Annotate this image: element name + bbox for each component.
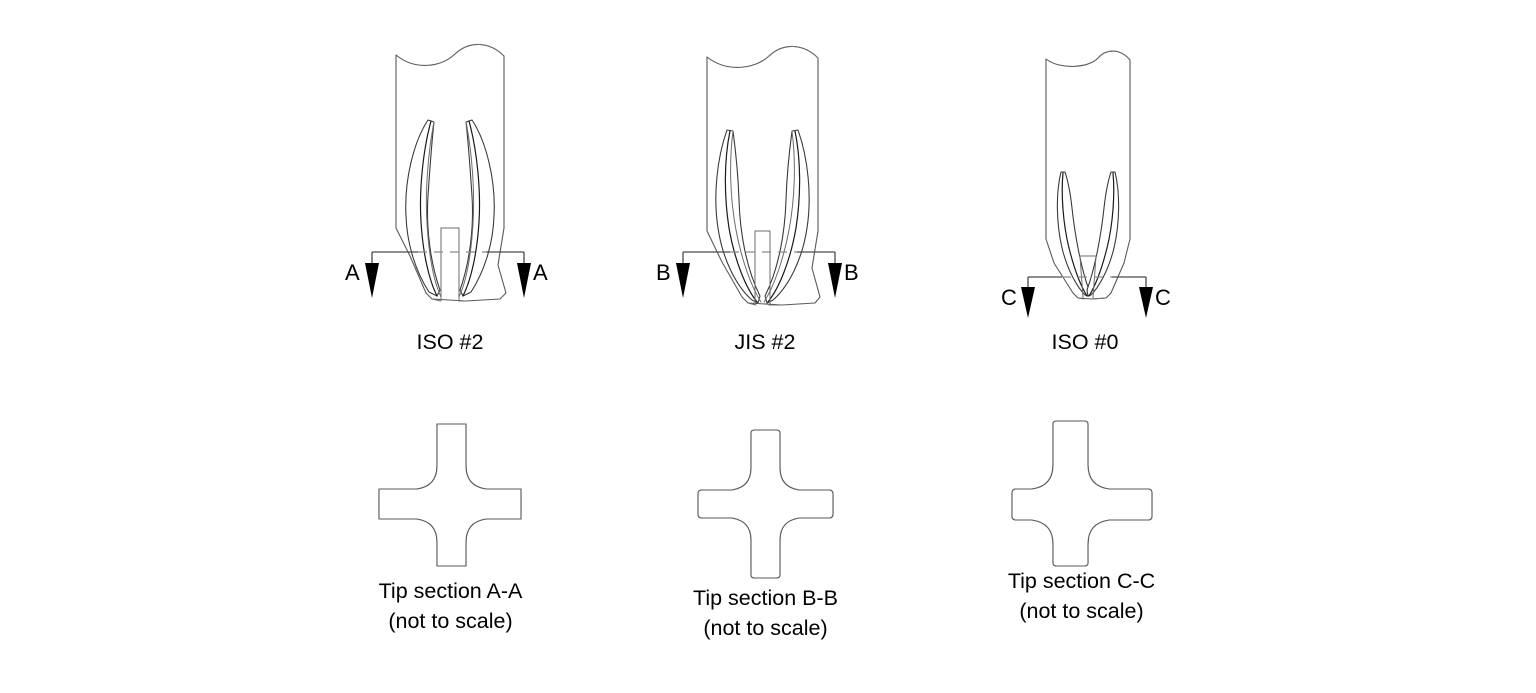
section-arrow-left-iso0 [1021,287,1035,318]
section-letter-right-iso2: A [533,260,548,285]
cross-section-aa [378,423,522,567]
section-arrow-right-iso2 [517,263,531,298]
tip-drawing-iso2 [365,43,531,302]
cross-section-bb [697,429,834,579]
break-arc-iso2 [454,44,505,57]
tip-drawing-iso0 [1021,50,1153,318]
caption-section-bb: Tip section B-B (not to scale) [643,583,888,643]
tip-label-iso0: ISO #0 [1051,330,1119,354]
flute-right-mid-iso2 [458,121,475,298]
break-arc-jis2 [768,46,819,59]
flute-left-mid-jis2 [730,130,762,303]
section-arrow-right-jis2 [828,263,842,298]
cross-outline-bb-over [697,429,834,579]
tip-land-jis2 [754,230,771,305]
section-letter-left-jis2: B [656,260,671,285]
section-letter-left-iso0: C [1001,285,1017,310]
flute-right-mid-jis2 [763,130,795,303]
section-letter-right-jis2: B [844,260,859,285]
caption-subtitle-cc: (not to scale) [1019,599,1144,623]
cross-outline-cc-over [1011,420,1153,567]
cross-outline-aa-over [378,423,522,567]
section-letter-right-iso0: C [1155,285,1171,310]
section-arrow-right-iso0 [1139,287,1153,318]
section-arrow-left-jis2 [676,263,690,298]
section-arrow-left-iso2 [365,263,379,298]
shaft-outline-iso0 [1045,50,1131,300]
tip-label-iso2: ISO #2 [416,330,484,354]
caption-subtitle-aa: (not to scale) [388,609,513,633]
tip-bottom-jis2 [747,302,783,306]
flute-left-mid-iso2 [425,121,442,298]
tip-drawing-jis2 [676,45,842,306]
tip-label-jis2: JIS #2 [734,330,796,354]
caption-subtitle-bb: (not to scale) [703,616,828,640]
flute-left-inner-iso2 [419,120,438,297]
caption-title-aa: Tip section A-A [378,579,523,603]
break-arc-iso0 [1097,50,1131,61]
caption-title-bb: Tip section B-B [693,586,838,610]
section-letter-left-iso2: A [345,260,360,285]
tip-bottom-iso2 [431,298,467,302]
caption-section-cc: Tip section C-C (not to scale) [959,566,1204,626]
tip-bottom-iso0 [1077,297,1107,300]
cross-section-cc [1011,420,1153,567]
flute-left-inner-jis2 [724,130,758,303]
flute-right-inner-jis2 [767,130,801,303]
flute-right-inner-iso2 [462,120,481,297]
caption-title-cc: Tip section C-C [1007,569,1156,593]
caption-section-aa: Tip section A-A (not to scale) [328,576,573,636]
